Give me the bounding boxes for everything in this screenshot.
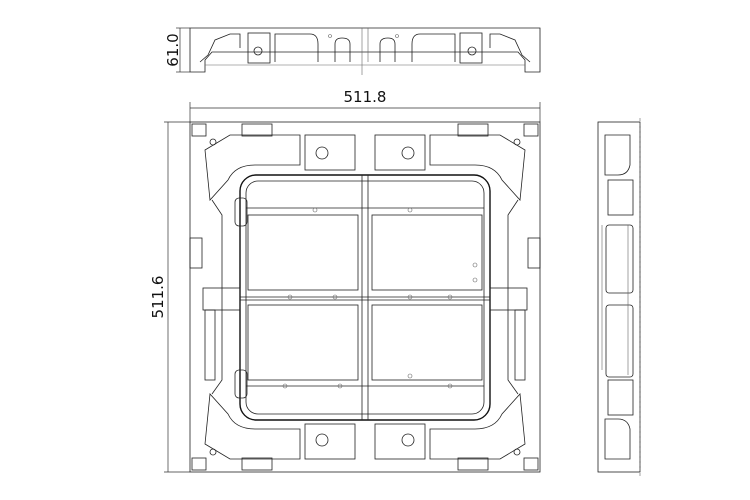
width-dimension-label: 511.8 [344, 88, 387, 106]
front-view [189, 121, 541, 473]
height-dimension-label: 511.6 [149, 276, 167, 319]
top-view: 61.0 [164, 27, 541, 75]
side-view [597, 118, 641, 476]
height-dimension: 511.6 [149, 121, 190, 473]
width-dimension: 511.8 [189, 88, 541, 122]
depth-dimension-label: 61.0 [164, 33, 182, 66]
